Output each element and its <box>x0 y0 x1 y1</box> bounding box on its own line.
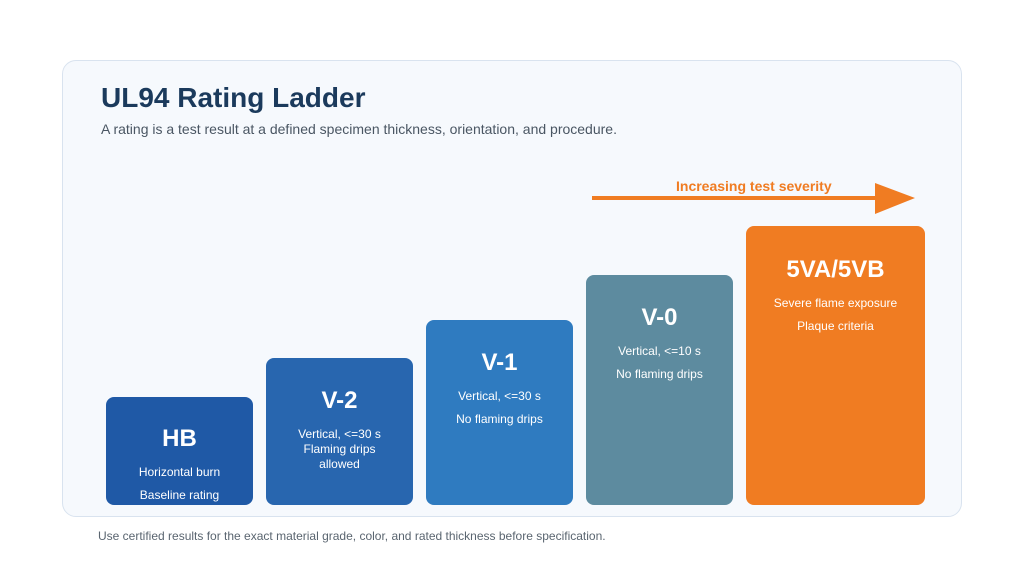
rating-detail: Baseline rating <box>139 488 220 502</box>
footer-note: Use certified results for the exact mate… <box>98 529 606 543</box>
severity-label: Increasing test severity <box>676 178 832 194</box>
rating-detail: Vertical, <=30 s <box>458 389 541 403</box>
rating-step-5va-5vb: 5VA/5VB Severe flame exposure Plaque cri… <box>746 226 925 505</box>
rating-step-hb: HB Horizontal burn Baseline rating <box>106 397 253 505</box>
rating-step-v1: V-1 Vertical, <=30 s No flaming drips <box>426 320 573 505</box>
rating-name: HB <box>162 425 197 452</box>
rating-name: 5VA/5VB <box>786 256 885 283</box>
page-subtitle: A rating is a test result at a defined s… <box>101 121 617 137</box>
rating-detail: Plaque criteria <box>797 319 874 333</box>
rating-detail: No flaming drips <box>456 412 543 426</box>
rating-detail: Vertical, <=30 s <box>298 427 381 441</box>
rating-name: V-0 <box>641 304 678 331</box>
rating-detail: allowed <box>319 457 360 471</box>
page-title: UL94 Rating Ladder <box>101 82 366 113</box>
rating-detail: Severe flame exposure <box>773 296 898 310</box>
rating-step-v0: V-0 Vertical, <=10 s No flaming drips <box>586 275 733 505</box>
rating-detail: Flaming drips <box>303 442 376 456</box>
rating-step-v2: V-2 Vertical, <=30 s Flaming drips allow… <box>266 358 413 505</box>
rating-name: V-1 <box>481 349 518 376</box>
rating-name: V-2 <box>321 387 358 414</box>
rating-detail: No flaming drips <box>616 367 703 381</box>
rating-detail: Horizontal burn <box>138 465 221 479</box>
severity-arrow-icon <box>592 183 915 214</box>
rating-detail: Vertical, <=10 s <box>618 344 701 358</box>
